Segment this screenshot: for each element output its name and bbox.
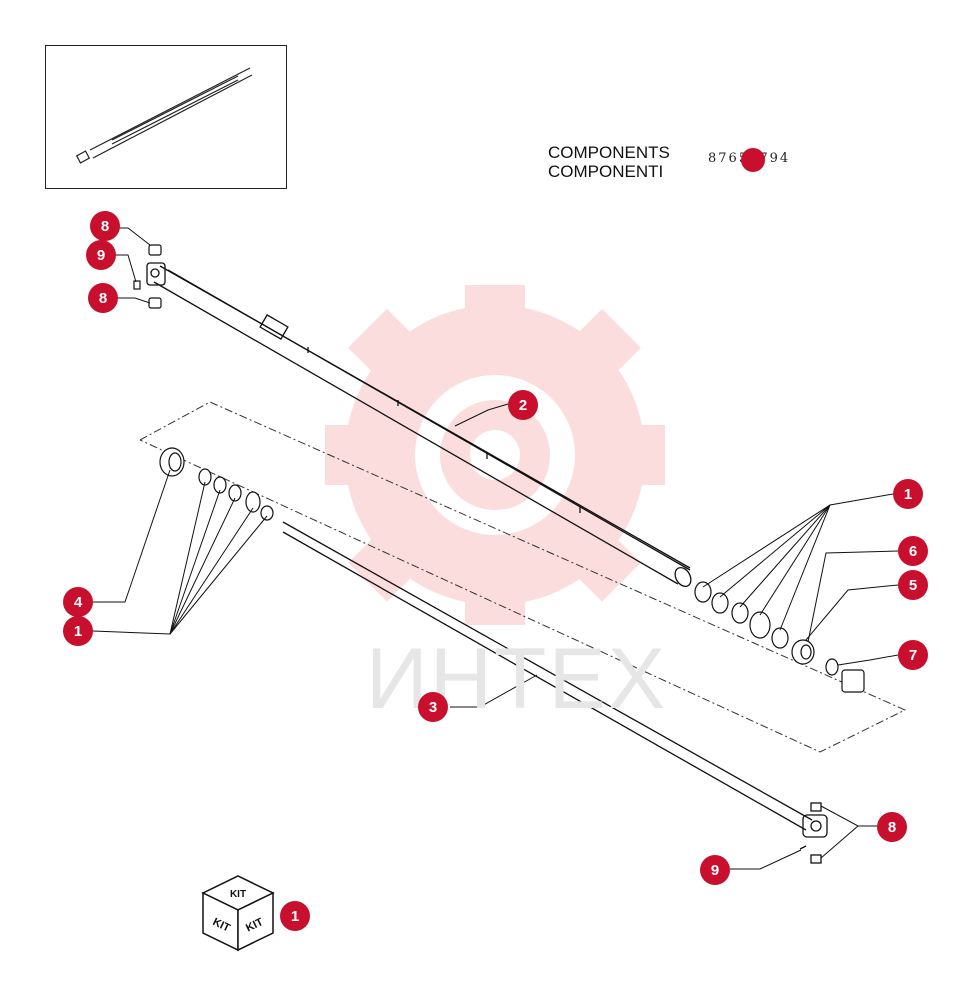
callout-2[interactable]: 2 (508, 390, 538, 420)
title-line-english: COMPONENTS (548, 143, 670, 162)
callout-1[interactable]: 1 (63, 616, 93, 646)
watermark-text: ИНТЕХ (366, 631, 668, 727)
thumbnail-frame (45, 45, 287, 189)
right-seal-kit (694, 581, 865, 693)
watermark-gear-logo (325, 285, 665, 625)
callout-4[interactable]: 4 (63, 587, 93, 617)
callout-3[interactable]: 3 (418, 692, 448, 722)
callout-1[interactable]: 1 (893, 479, 923, 509)
kit-label-top: KIT (230, 889, 246, 900)
kit-boundary-line (139, 401, 907, 753)
callout-9[interactable]: 9 (700, 855, 730, 885)
cylinder-barrel (146, 262, 692, 587)
diagram-title: COMPONENTS COMPONENTI (548, 143, 670, 181)
callout-1[interactable]: 1 (280, 901, 310, 931)
leader-lines (92, 227, 899, 870)
callout-8[interactable]: 8 (90, 211, 120, 241)
callout-7[interactable]: 7 (898, 640, 928, 670)
kit-box-icon (201, 875, 275, 952)
part-number-overlay-badge (741, 148, 765, 172)
callout-6[interactable]: 6 (898, 536, 928, 566)
callout-9[interactable]: 9 (86, 240, 116, 270)
callout-8[interactable]: 8 (877, 812, 907, 842)
left-seal-kit (159, 447, 274, 521)
callout-8[interactable]: 8 (88, 283, 118, 313)
thumbnail-assembly-drawing (75, 67, 253, 164)
title-line-italian: COMPONENTI (548, 162, 664, 181)
callout-5[interactable]: 5 (898, 570, 928, 600)
piston-rod (282, 521, 828, 864)
top-fittings (133, 244, 162, 309)
